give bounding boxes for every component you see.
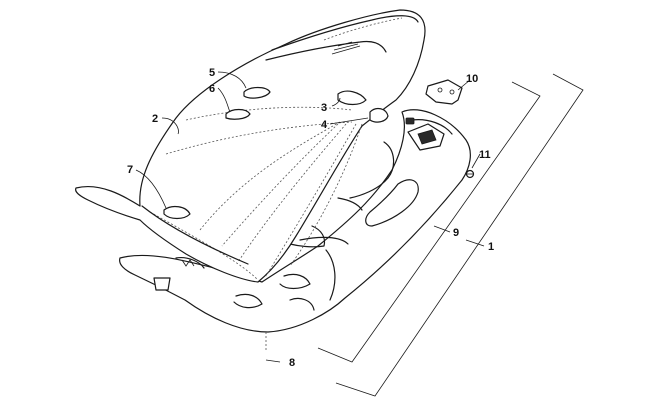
bracket-item-9 [317, 81, 541, 363]
callout-7: 7 [127, 164, 133, 176]
callout-4: 4 [321, 119, 328, 131]
callout-labels: 1 2 3 4 5 6 7 8 9 10 11 [127, 67, 494, 369]
callout-6: 6 [209, 83, 215, 95]
callout-8: 8 [289, 357, 295, 369]
seat-cushion [75, 9, 426, 283]
screw [465, 169, 475, 179]
bracket-item-1 [335, 73, 584, 397]
callout-1: 1 [488, 241, 494, 253]
leader-lines [135, 71, 485, 363]
callout-2: 2 [152, 113, 158, 125]
callout-9: 9 [453, 227, 459, 239]
seat-base [119, 109, 471, 350]
callout-5: 5 [209, 67, 215, 79]
callout-11: 11 [479, 149, 491, 161]
callout-3: 3 [321, 102, 327, 114]
callout-10: 10 [466, 73, 478, 85]
latch-bracket [425, 79, 463, 105]
